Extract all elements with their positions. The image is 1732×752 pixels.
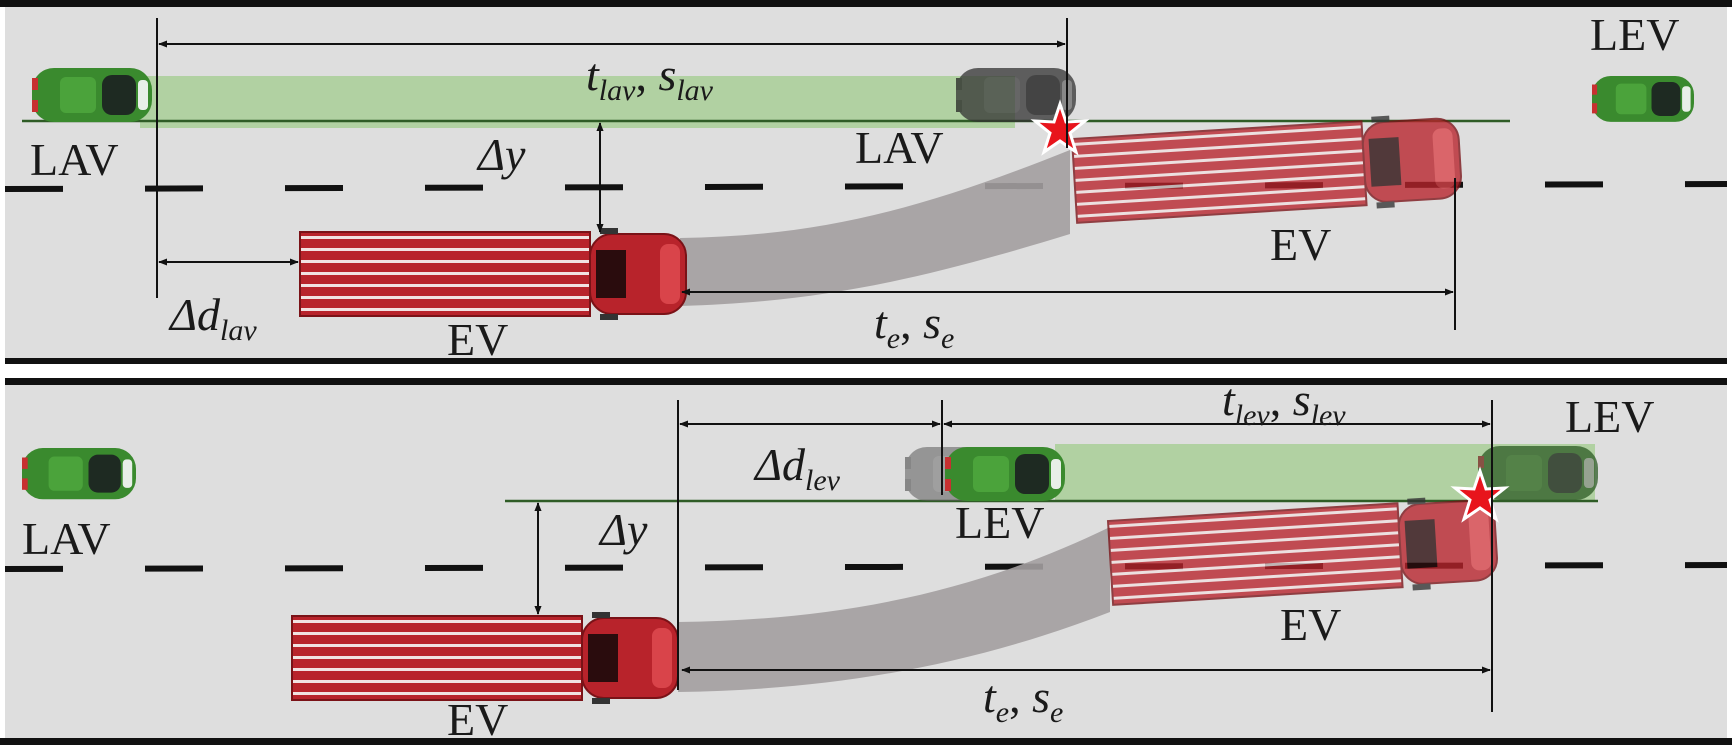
ev-truck-start-bottom bbox=[291, 611, 679, 705]
road-edge-bottom-lower bbox=[0, 738, 1732, 745]
ev-truck-start bbox=[299, 227, 687, 321]
road-edge-bottom-upper bbox=[5, 378, 1727, 385]
road-edge-top-upper bbox=[0, 0, 1732, 7]
label-dd-lav: Δdlav bbox=[168, 289, 257, 347]
label-ev-start-bottom: EV bbox=[447, 694, 508, 745]
lav-car-bottom bbox=[22, 448, 136, 500]
label-lav-left: LAV bbox=[30, 134, 119, 185]
road-edge-top-lower bbox=[5, 358, 1727, 364]
label-dim-lav: tlav, slav bbox=[586, 49, 714, 107]
label-dy-top: Δy bbox=[476, 129, 526, 180]
ev-trail-top bbox=[680, 150, 1070, 306]
label-dy-bottom: Δy bbox=[598, 504, 648, 555]
label-lav-ghost: LAV bbox=[855, 122, 944, 173]
lav-car-left bbox=[32, 68, 152, 122]
label-ev-end-bottom: EV bbox=[1280, 599, 1341, 650]
road-top bbox=[5, 4, 1727, 362]
label-dd-lev: Δdlev bbox=[753, 439, 841, 497]
lav-trail bbox=[140, 76, 1015, 128]
label-lev-start: LEV bbox=[955, 497, 1044, 548]
label-dim-lev: tlev, slev bbox=[1222, 374, 1346, 432]
label-ev-start-top: EV bbox=[447, 314, 508, 365]
label-lev-top: LEV bbox=[1590, 9, 1679, 60]
lev-car-start bbox=[945, 447, 1065, 501]
label-dim-e-top: te, se bbox=[874, 297, 954, 355]
lev-car-top bbox=[1592, 76, 1694, 122]
label-dim-e-bottom: te, se bbox=[983, 671, 1063, 729]
label-ev-end-top: EV bbox=[1270, 219, 1331, 270]
bottom-panel: LAV LEV LEV EV EV tlev, slev Δy Δdlev te… bbox=[0, 374, 1732, 745]
top-panel: LAV LAV LEV EV EV tlav, slav Δy Δdlav te… bbox=[0, 0, 1732, 365]
label-lav-bottom: LAV bbox=[22, 513, 111, 564]
label-lev-end: LEV bbox=[1565, 391, 1654, 442]
ev-trail-bottom bbox=[678, 527, 1110, 692]
